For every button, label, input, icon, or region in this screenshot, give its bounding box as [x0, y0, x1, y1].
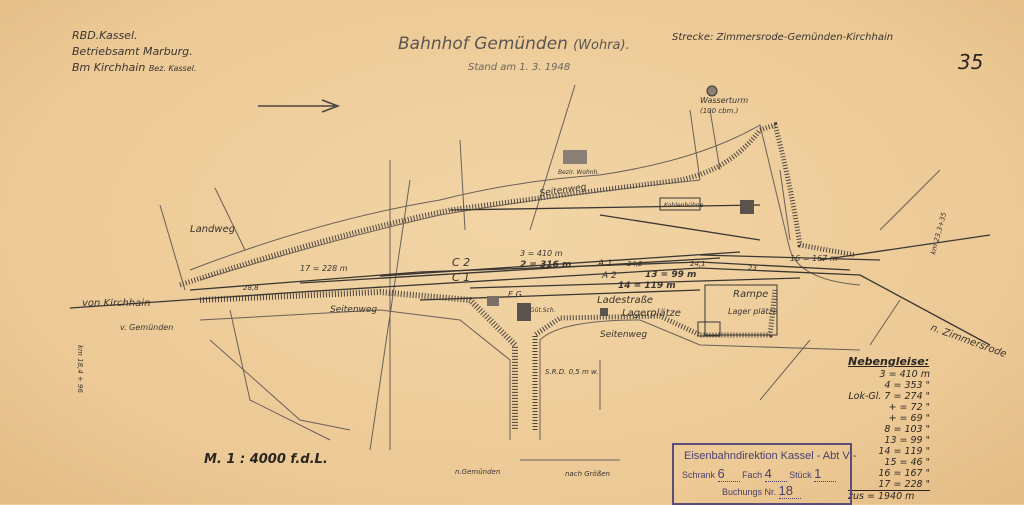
stamp-schrank: 6	[717, 466, 740, 482]
nebengleise-title: Nebengleise:	[848, 355, 930, 368]
switch-28-8: 28,8	[243, 284, 259, 292]
label-rampe: Rampe	[733, 289, 768, 300]
authority-line-3-wrap: Bm Kirchhain Bez. Kassel.	[72, 60, 196, 77]
header-authority: RBD.Kassel. Betriebsamt Marburg. Bm Kirc…	[72, 28, 196, 77]
label-to-zimmersrode: n. Zimmersrode	[929, 322, 1008, 360]
tracks	[69, 204, 991, 346]
nebengleise-row: 13 = 99 "	[884, 435, 930, 446]
nebengleise-row: Lok-Gl. 7 = 274 "	[848, 391, 930, 402]
station-building	[517, 303, 531, 321]
label-km-left: km 18,4 + 96	[76, 345, 84, 393]
label-wasserturm: Wasserturm	[700, 96, 748, 105]
stamp-buchung-label: Buchungs Nr.	[722, 487, 777, 497]
page-title-suffix: (Wohra).	[573, 38, 630, 53]
label-seitenweg-left: Seitenweg	[330, 305, 377, 315]
stamp-fach: 4	[764, 466, 787, 482]
nebengleise-total: zus = 1940 m	[848, 491, 915, 502]
nebengleise-row: 4 = 353 "	[884, 380, 930, 391]
water-tower-icon	[706, 85, 718, 97]
page-title: Bahnhof Gemünden	[398, 34, 568, 54]
route-label: Strecke: Zimmersrode-Gemünden-Kirchhain	[672, 32, 894, 43]
direction-arrow-icon	[258, 99, 341, 113]
nebengleise-table: Nebengleise: 3 = 410 m 4 = 353 " Lok-Gl.…	[848, 356, 930, 502]
label-kohlenbuehne: Kohlenbühne	[664, 202, 704, 209]
coal-stage	[659, 197, 701, 211]
embankments	[179, 121, 856, 430]
stamp-buchung: 18	[778, 483, 801, 499]
nebengleise-row: 8 = 103 "	[884, 424, 930, 435]
track-a1: A 1	[597, 259, 613, 269]
track-3: 3 = 410 m	[520, 249, 563, 258]
nebengleise-row: 14 = 119 "	[878, 446, 930, 457]
stamp-fach-label: Fach	[742, 470, 763, 480]
stamp-row-1: Schrank 6 Fach 4 Stück 1	[682, 466, 837, 482]
track-16: 16 = 167 m	[790, 254, 838, 263]
switch-24-1: 24,1	[690, 260, 706, 268]
authority-sub: Bez. Kassel.	[148, 64, 197, 73]
label-lagerplaetze: Lagerplätze	[622, 308, 681, 319]
shed	[600, 308, 608, 316]
label-empfangsgebaeude: E.G.	[508, 290, 524, 299]
sheet-number: 35	[958, 50, 984, 74]
nebengleise-row: + = 69 "	[888, 413, 930, 424]
archive-stamp: Eisenbahndirektion Kassel - Abt V - Schr…	[672, 443, 856, 505]
label-lagerplaetze-2: Lager plätze	[728, 307, 778, 316]
label-srd: S.R.D. 0,5 m w.	[545, 368, 599, 376]
page-title-wrap: Bahnhof Gemünden (Wohra).	[398, 34, 630, 54]
buildings	[487, 85, 778, 337]
label-landweg: Landweg	[190, 224, 235, 235]
authority-line-2: Betriebsamt Marburg.	[72, 45, 193, 58]
label-bezirk-wohnhaus: Bezir. Wohnh.	[558, 169, 599, 176]
house	[487, 296, 499, 306]
switch-24-2: 24,2	[627, 260, 643, 268]
roads	[159, 84, 941, 461]
stamp-row-2: Buchungs Nr. 18	[722, 483, 801, 499]
residential-building	[563, 150, 587, 164]
authority-line-3: Bm Kirchhain	[72, 61, 146, 74]
label-n-groessen: nach Größen	[565, 470, 610, 478]
stamp-stueck-label: Stück	[789, 470, 812, 480]
stamp-schrank-label: Schrank	[682, 470, 716, 480]
nebengleise-row: 15 = 46 "	[884, 457, 930, 468]
nebengleise-row: 16 = 167 "	[878, 468, 930, 479]
track-13: 13 = 99 m	[645, 270, 696, 280]
nebengleise-row: + = 72 "	[888, 402, 930, 413]
label-seitenweg-bottom: Seitenweg	[600, 330, 647, 340]
nebengleise-row: 3 = 410 m	[879, 369, 930, 380]
switch-23: 23	[748, 264, 757, 272]
track-c2: C 2	[452, 256, 470, 269]
loading-ramp	[704, 284, 778, 336]
plan-date: Stand am 1. 3. 1948	[468, 62, 571, 73]
nebengleise-row: 17 = 228 "	[848, 479, 930, 491]
track-a2: A 2	[601, 271, 617, 281]
track-c1: C 1	[452, 271, 470, 284]
label-gueterschuppen: Güt.Sch.	[530, 307, 556, 314]
label-km-right: km 23,3+35	[929, 211, 948, 256]
label-ladestrasse: Ladestraße	[597, 295, 653, 306]
label-wasserturm-capacity: (100 cbm.)	[700, 107, 739, 115]
stamp-stueck: 1	[814, 466, 837, 482]
label-from-kirchhain: von Kirchhain	[82, 298, 150, 309]
ramp-building	[697, 321, 721, 337]
track-14: 14 = 119 m	[618, 281, 676, 291]
stamp-title: Eisenbahndirektion Kassel - Abt V -	[684, 450, 857, 462]
label-to-gemuenden: v. Gemünden	[120, 323, 173, 332]
authority-line-1: RBD.Kassel.	[72, 29, 138, 42]
engine-shed	[740, 200, 754, 214]
label-n-gemuenden: n.Gemünden	[455, 468, 500, 476]
scale-label: M. 1 : 4000 f.d.L.	[204, 452, 328, 467]
track-2: 2 = 316 m	[520, 260, 571, 270]
track-17: 17 = 228 m	[300, 264, 348, 273]
